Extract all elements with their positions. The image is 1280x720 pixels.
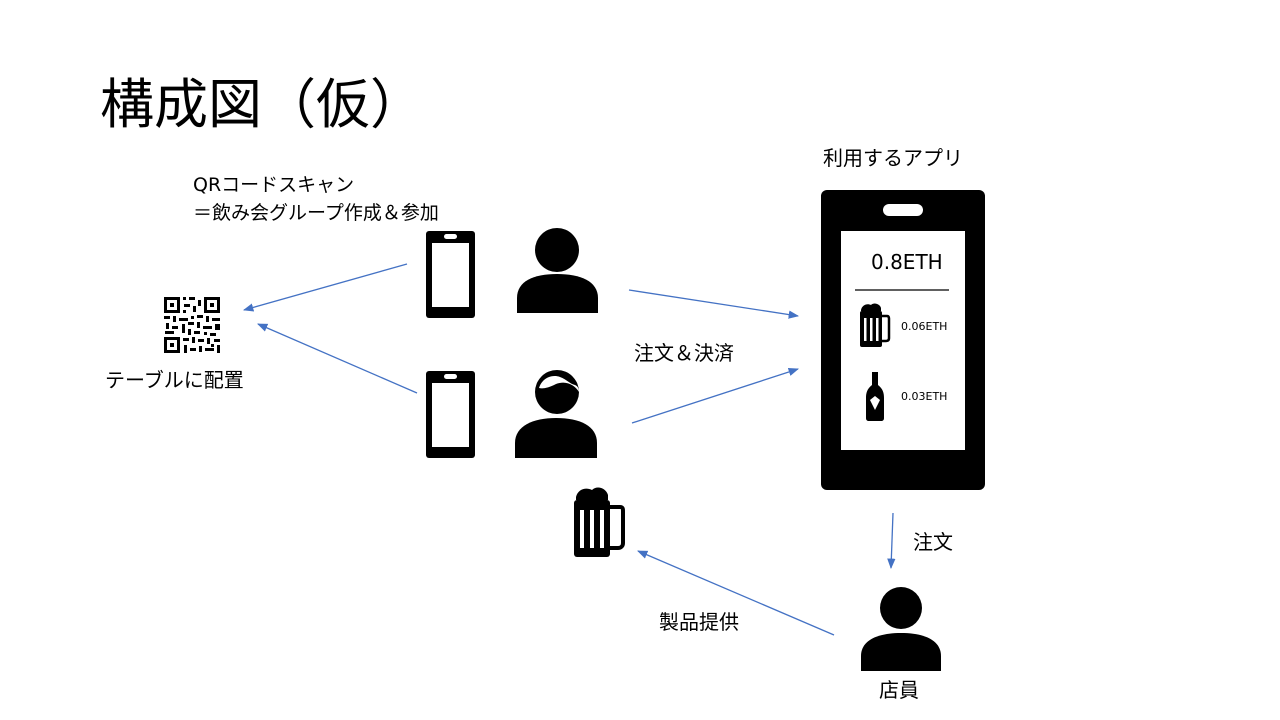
group-join-label: ＝飲み会グループ作成＆参加 [193,202,439,224]
app-phone-mockup [821,190,985,490]
arrow-phone1-to-qr [242,263,408,312]
arrow-user2-to-app [631,367,799,424]
table-placement-label: テーブルに配置 [105,368,244,392]
app-label: 利用するアプリ [823,146,963,170]
staff-user-icon [861,587,941,671]
arrow-user1-to-app [628,289,800,319]
qr-code-icon [163,296,221,354]
beer-mug-icon [860,303,891,347]
order-label: 注文 [913,530,953,554]
arrow-app-to-staff [887,512,896,570]
arrow-staff-to-beer [637,550,835,636]
beer-mug-icon [574,487,625,557]
user-icon [517,228,598,313]
smartphone-icon [426,231,475,318]
staff-label: 店員 [879,678,919,702]
order-payment-label: 注文＆決済 [634,341,734,365]
beer-price: 0.06ETH [901,320,948,333]
product-delivery-label: 製品提供 [659,610,739,634]
smartphone-icon [426,371,475,458]
qr-scan-label: QRコードスキャン [193,174,355,196]
bottle-price: 0.03ETH [901,390,948,403]
user-with-hair-icon [515,370,597,458]
arrow-phone2-to-qr [257,323,418,394]
slide-title: 構成図（仮） [100,73,424,136]
app-balance: 0.8ETH [871,250,943,274]
bottle-icon [866,372,884,421]
